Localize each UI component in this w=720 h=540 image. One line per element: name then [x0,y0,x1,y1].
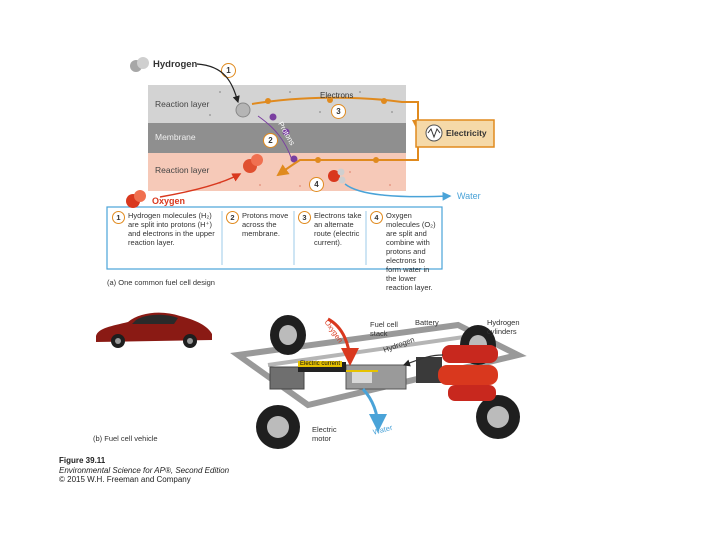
step-1-panel: 1 Hydrogen molecules (H₂) are split into… [112,211,220,267]
step-2-marker: 2 [263,133,278,148]
figure-copyright: © 2015 W.H. Freeman and Company [59,475,191,484]
caption-a: (a) One common fuel cell design [107,278,215,287]
step-3-panel: 3 Electrons take an alternate route (ele… [298,211,364,267]
electric-current-label: Electric current [298,361,343,367]
hydrogen-molecule-icon [130,57,149,72]
step-4-marker: 4 [309,177,324,192]
hydrogen-cylinders-label: Hydrogen cylinders [487,318,520,336]
step-4-text: Oxygen molecules (O₂) are split and comb… [386,211,436,292]
electrons-label: Electrons [320,91,354,100]
hydrogen-label: Hydrogen [153,59,198,70]
step-4-panel: 4 Oxygen molecules (O₂) are split and co… [370,211,440,292]
step-3-marker: 3 [331,104,346,119]
figure-credit: Figure 39.11 Environmental Science for A… [59,456,229,485]
membrane-label: Membrane [155,132,196,142]
step-2-number: 2 [226,211,239,224]
electric-motor-label: Electric motor [312,425,337,443]
water-label: Water [457,191,481,201]
step-2-panel: 2 Protons move across the membrane. [226,211,292,267]
fuel-cell-stack-label: Fuel cell stack [370,320,398,338]
step-2-text: Protons move across the membrane. [242,211,289,238]
step-3-number: 3 [298,211,311,224]
step-1-marker: 1 [221,63,236,78]
oxygen-label: Oxygen [152,196,186,206]
upper-reaction-layer: Reaction layer [148,85,406,123]
figure-number: Figure 39.11 [59,456,106,465]
step-1-text: Hydrogen molecules (H₂) are split into p… [128,211,215,247]
step-3-text: Electrons take an alternate route (elect… [314,211,362,247]
caption-b: (b) Fuel cell vehicle [93,434,158,443]
battery-label: Battery [415,318,439,327]
vehicle-chassis-drawing [230,315,527,449]
red-car-image [96,312,212,348]
oxygen-molecule-icon [126,190,146,208]
figure-book-title: Environmental Science for AP®, Second Ed… [59,465,230,475]
step-1-number: 1 [112,211,125,224]
step-4-number: 4 [370,211,383,224]
electricity-label: Electricity [446,128,487,138]
lower-reaction-layer-label: Reaction layer [155,165,210,175]
upper-reaction-layer-label: Reaction layer [155,99,210,109]
